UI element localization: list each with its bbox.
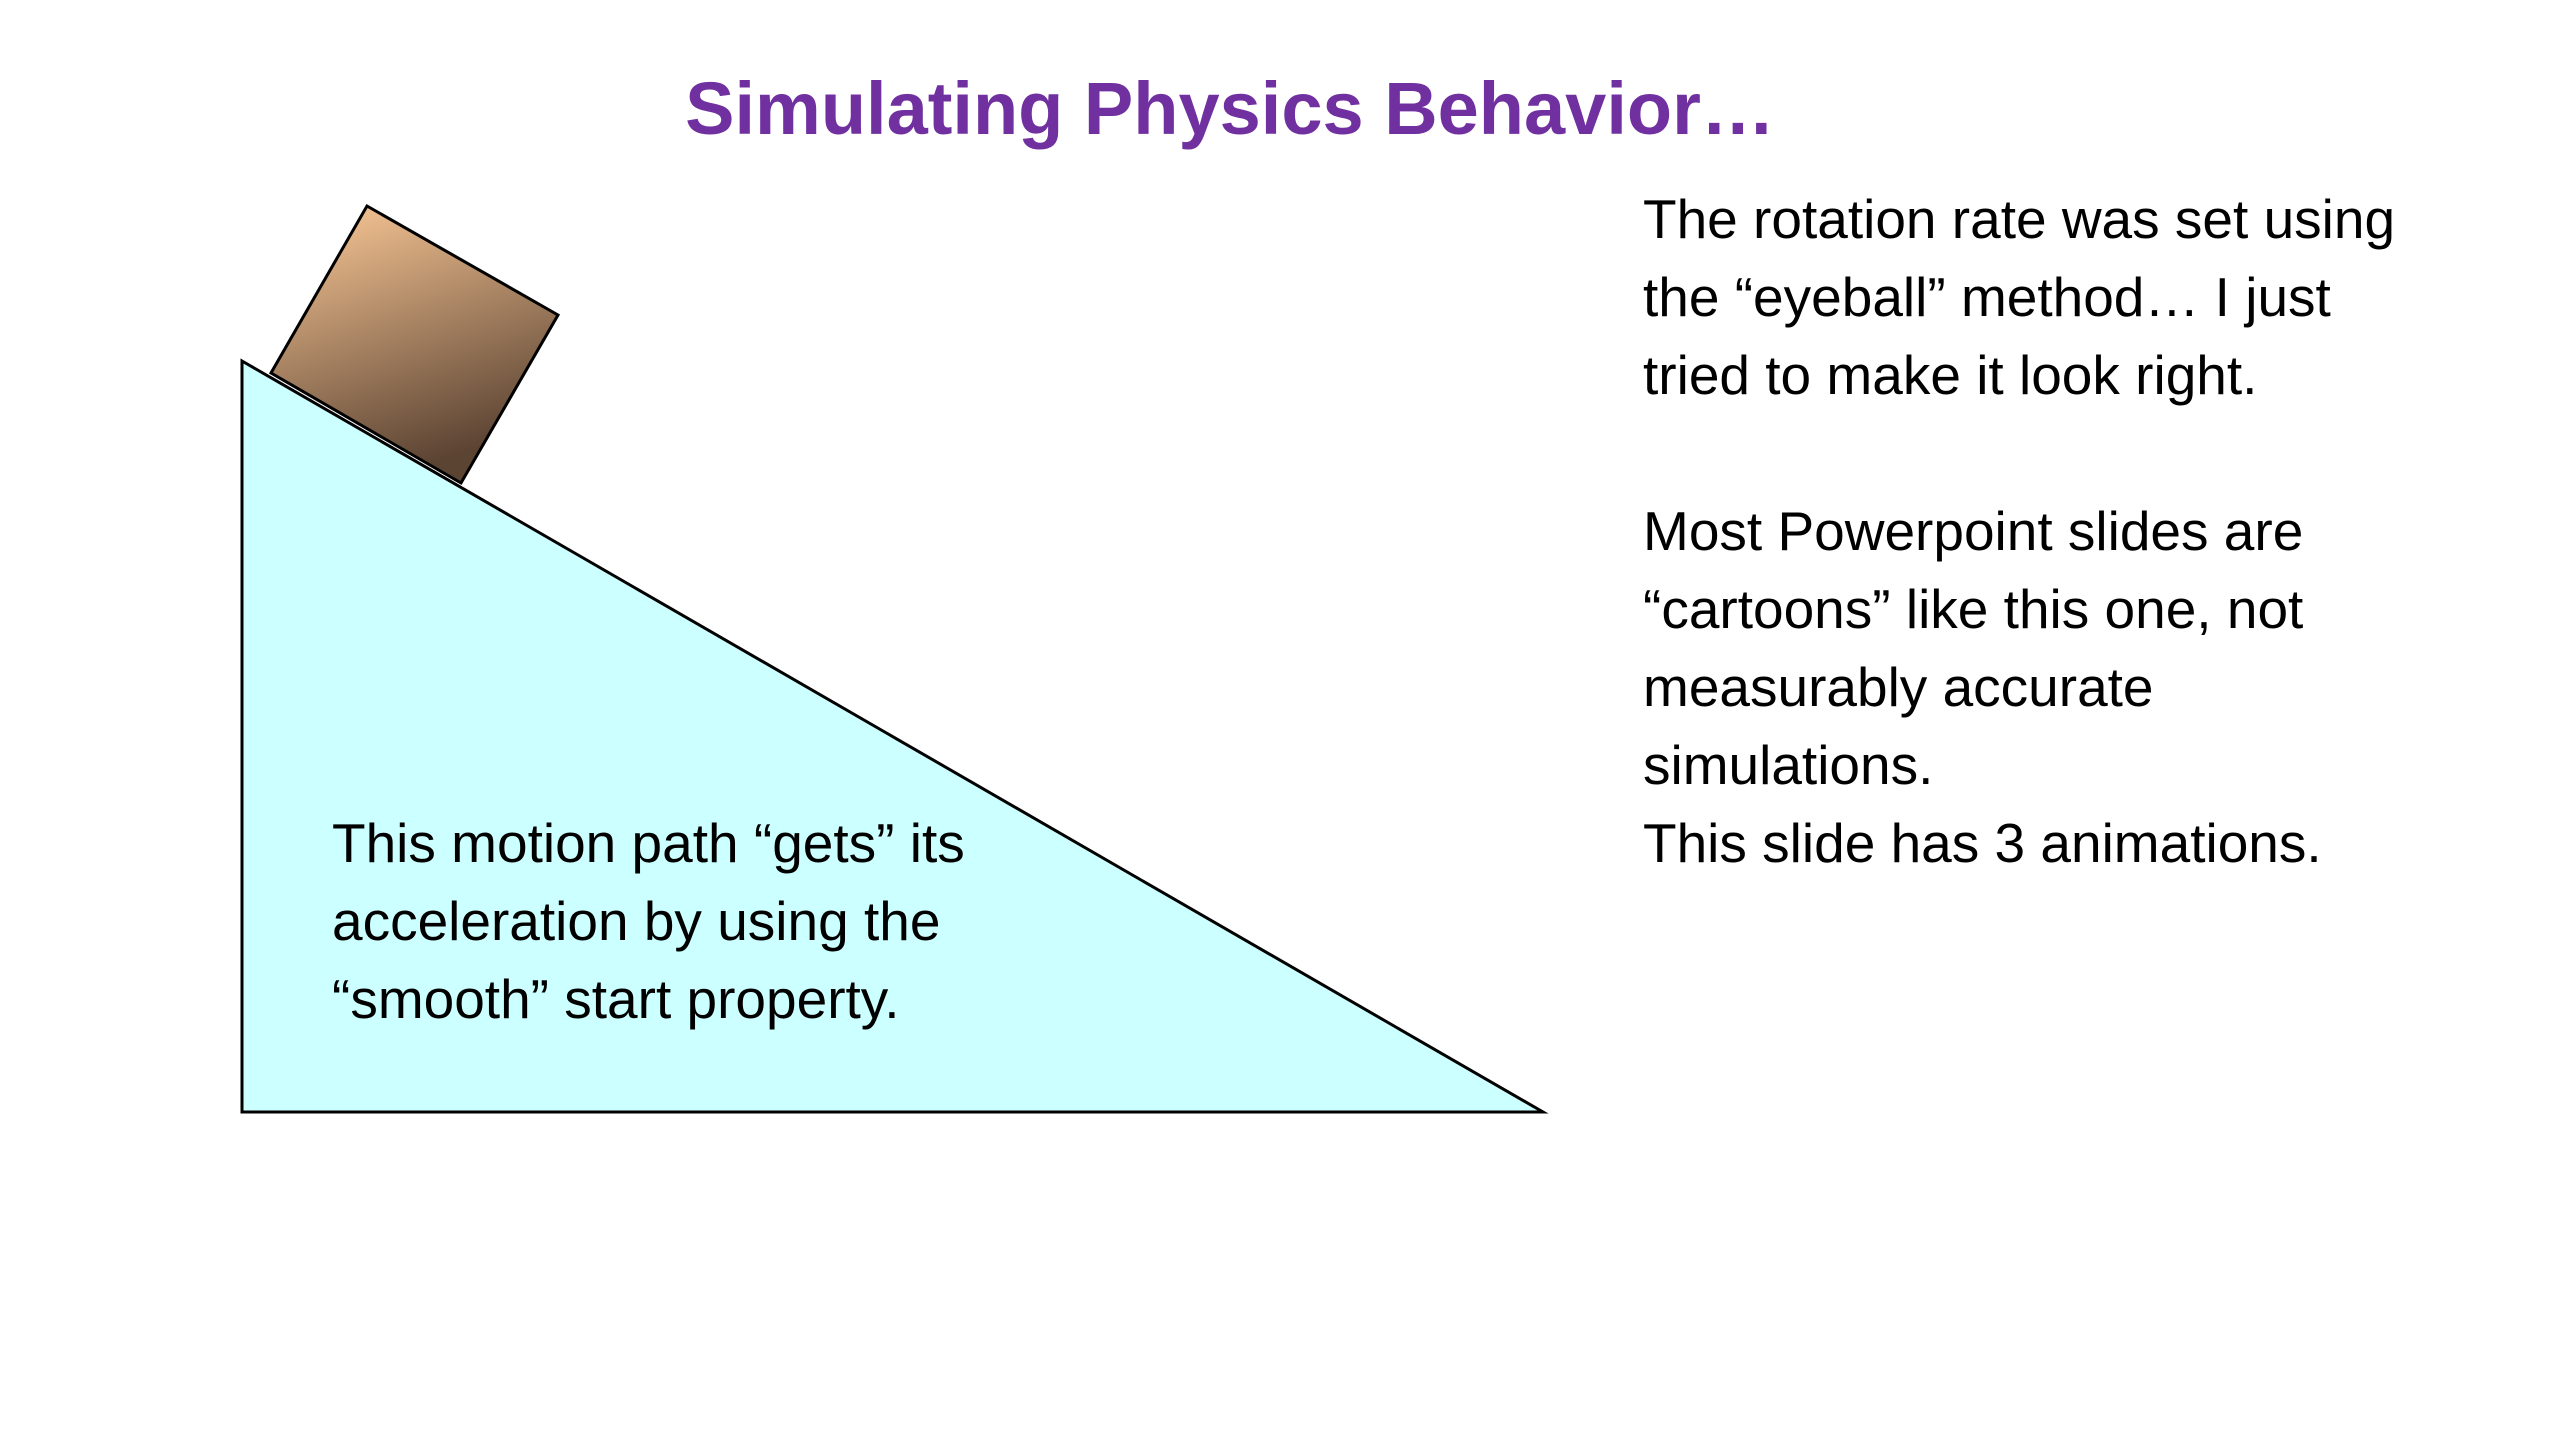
caption-line: “smooth” start property. — [332, 968, 900, 1030]
note-line: This slide has 3 animations. — [1643, 812, 2322, 874]
note-line: Most Powerpoint slides are — [1643, 500, 2304, 562]
caption-line: This motion path “gets” its — [332, 812, 965, 874]
note-line: tried to make it look right. — [1643, 344, 2258, 406]
caption-line: acceleration by using the — [332, 890, 941, 952]
sliding-block[interactable] — [268, 203, 561, 486]
note-line: “cartoons” like this one, not — [1643, 578, 2304, 640]
slide-title: Simulating Physics Behavior… — [685, 67, 1775, 150]
note-line: measurably accurate — [1643, 656, 2154, 718]
inclined-plane — [240, 358, 1549, 1114]
note-line: simulations. — [1643, 734, 1934, 796]
slide-notes: The rotation rate was set using the “eye… — [1643, 180, 2523, 882]
incline-caption: This motion path “gets” its acceleration… — [332, 804, 1152, 1038]
note-line: the “eyeball” method… I just — [1643, 266, 2331, 328]
note-line: The rotation rate was set using — [1643, 188, 2396, 250]
paragraph-gap — [1643, 414, 2523, 492]
